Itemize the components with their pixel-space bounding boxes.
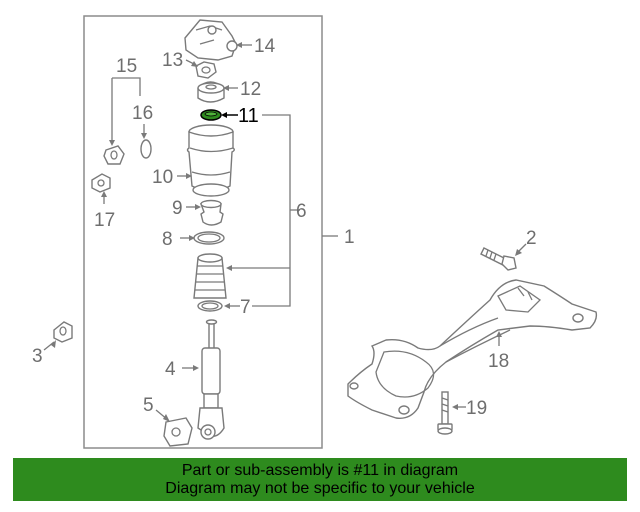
callout-9: 9 (172, 198, 183, 219)
callout-13: 13 (162, 50, 183, 71)
part-11-ring-highlighted[interactable] (200, 109, 222, 121)
callout-17: 17 (94, 210, 115, 231)
part-8-ring[interactable] (193, 231, 225, 245)
part-4-shock-absorber[interactable] (197, 319, 225, 440)
callout-3: 3 (32, 346, 43, 367)
assembly-frame (83, 15, 323, 449)
callout-14: 14 (254, 36, 276, 57)
part-12-bearing[interactable] (197, 81, 225, 103)
part-7-ring[interactable] (197, 300, 223, 312)
part-2-bolt[interactable] (480, 247, 517, 271)
banner-line-2: Diagram may not be specific to your vehi… (165, 480, 475, 497)
callout-7: 7 (240, 297, 251, 318)
callout-12: 12 (240, 79, 261, 100)
part-14-upper-mount[interactable] (184, 19, 238, 61)
callout-18: 18 (488, 351, 509, 372)
callout-16: 16 (132, 103, 153, 124)
callout-6: 6 (296, 201, 307, 222)
part-13-nut[interactable] (195, 61, 217, 79)
part-5-bracket[interactable] (163, 417, 193, 447)
highlight-banner: Part or sub-assembly is #11 in diagram D… (13, 458, 627, 501)
callout-2: 2 (526, 228, 537, 249)
part-17-fitting[interactable] (91, 173, 111, 193)
part-9-bump-stop[interactable] (199, 199, 224, 226)
part-6-dust-boot[interactable] (193, 253, 227, 299)
callout-11: 11 (238, 105, 259, 127)
callout-1: 1 (344, 227, 355, 248)
part-15-bushing[interactable] (103, 145, 125, 165)
part-16-o-ring[interactable] (140, 139, 152, 159)
callout-15-bracket-line (111, 77, 141, 142)
callout-4: 4 (165, 359, 176, 380)
part-18-crossmember[interactable] (347, 279, 598, 419)
part-10-air-spring[interactable] (186, 124, 235, 197)
callout-10: 10 (152, 167, 173, 188)
callout-15: 15 (116, 56, 137, 77)
callout-8: 8 (162, 229, 173, 250)
callout-5: 5 (143, 395, 154, 416)
part-19-bolt[interactable] (437, 391, 453, 435)
part-3-bushing[interactable] (53, 321, 73, 343)
banner-line-1: Part or sub-assembly is #11 in diagram (181, 462, 459, 479)
callout-19: 19 (466, 398, 487, 419)
